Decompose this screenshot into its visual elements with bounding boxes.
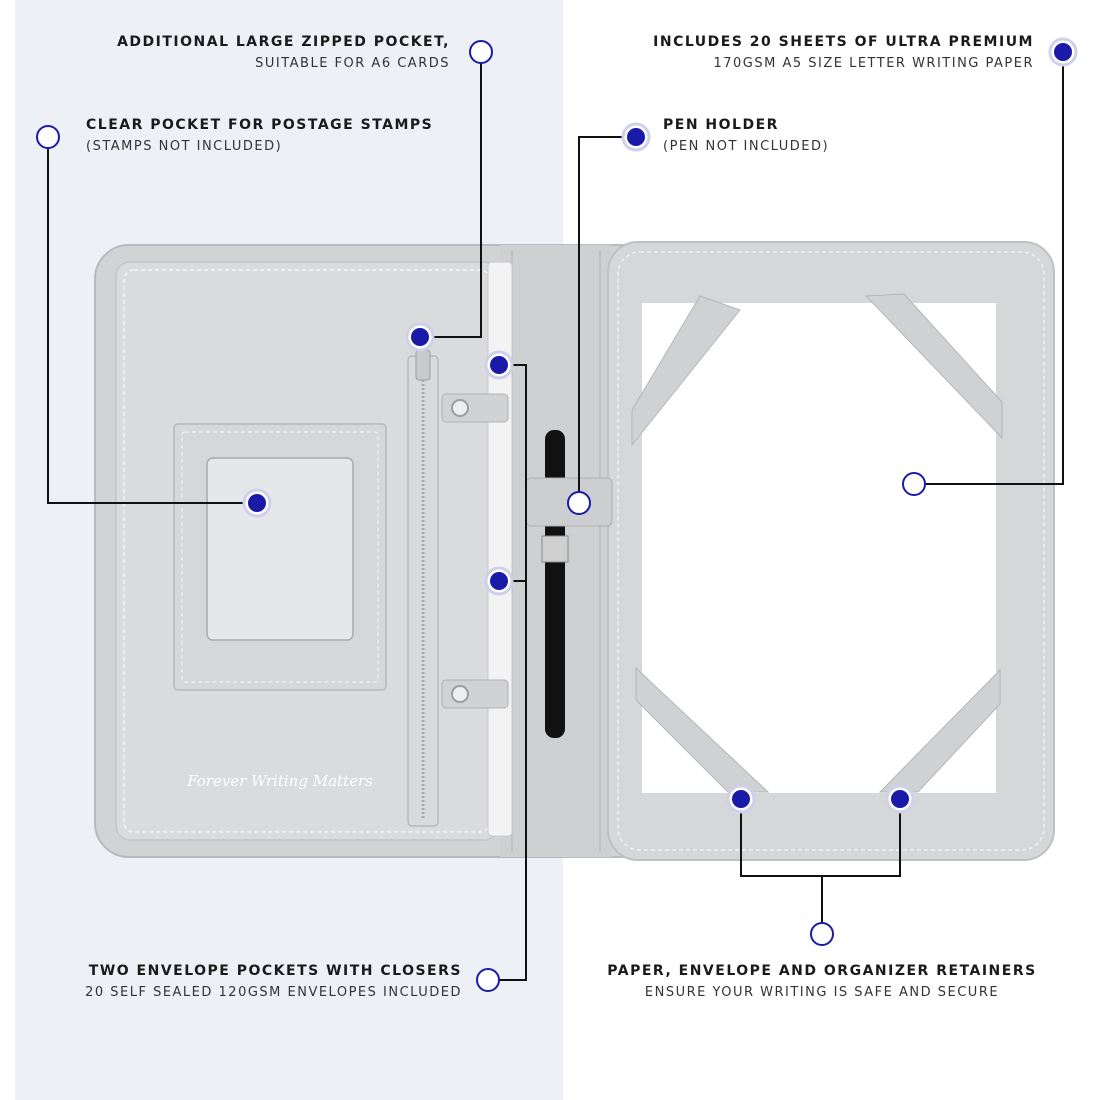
callout-subtitle: 20 self sealed 120gsm envelopes included bbox=[85, 985, 462, 1000]
callout-title: Includes 20 sheets of ultra premium bbox=[653, 34, 1034, 50]
callout-pen-holder: Pen holder (pen not included) bbox=[663, 115, 829, 157]
callout-title: Additional large zipped pocket, bbox=[117, 34, 450, 50]
leader-zipped bbox=[420, 53, 482, 338]
retainer-strap-bottom-right bbox=[878, 668, 1001, 793]
marker-pen bbox=[567, 491, 591, 515]
callout-subtitle: suitable for A6 cards bbox=[255, 56, 450, 71]
snap-button-bottom bbox=[451, 685, 469, 703]
leader-lines bbox=[47, 52, 1064, 981]
marker-retainer-right-dot bbox=[891, 790, 909, 808]
marker-retainers-label bbox=[810, 922, 834, 946]
callout-title: Paper, envelope and organizer retainers bbox=[607, 963, 1037, 979]
zipped-pocket bbox=[407, 355, 439, 827]
callout-zipped-pocket: Additional large zipped pocket, suitable… bbox=[117, 32, 450, 74]
zipper-pull bbox=[415, 349, 431, 381]
callout-retainers: Paper, envelope and organizer retainers … bbox=[580, 961, 1064, 1003]
marker-envelope-top-dot bbox=[490, 356, 508, 374]
callout-subtitle: 170gsm A5 size letter writing paper bbox=[713, 56, 1034, 71]
marker-pen-label-dot bbox=[627, 128, 645, 146]
retainer-strap-top-left bbox=[631, 295, 741, 447]
marker-envelopes-label bbox=[476, 968, 500, 992]
marker-stamps-label bbox=[36, 125, 60, 149]
callout-subtitle: ensure your writing is safe and secure bbox=[644, 985, 1000, 1000]
callout-envelope-pockets: Two envelope pockets with closers 20 sel… bbox=[85, 961, 462, 1003]
envelope-stack bbox=[487, 261, 513, 837]
pen-body bbox=[545, 430, 565, 738]
callout-title: Pen holder bbox=[663, 117, 779, 133]
leader-pen bbox=[578, 136, 636, 503]
leader-paper bbox=[914, 52, 1064, 485]
retainer-strap-top-right bbox=[864, 293, 1003, 440]
marker-retainer-left-dot bbox=[732, 790, 750, 808]
marker-paper-label-dot bbox=[1054, 43, 1072, 61]
marker-envelope-bottom-dot bbox=[490, 572, 508, 590]
right-panel-stitching bbox=[617, 251, 1045, 851]
marker-paper bbox=[902, 472, 926, 496]
retainer-strap-bottom-left bbox=[635, 666, 770, 793]
marker-zipped-label bbox=[469, 40, 493, 64]
leader-stamps bbox=[47, 137, 257, 504]
writing-paper-sheet bbox=[642, 303, 996, 793]
pen-band bbox=[541, 535, 569, 563]
callout-title: Two envelope pockets with closers bbox=[88, 963, 462, 979]
marker-stamps-dot bbox=[248, 494, 266, 512]
callout-subtitle: (pen not included) bbox=[663, 139, 830, 154]
callout-title: Clear pocket for postage stamps bbox=[86, 117, 434, 133]
leader-retainers bbox=[740, 799, 901, 877]
stamp-pocket-stitching bbox=[181, 431, 379, 683]
callout-subtitle: (stamps not included) bbox=[86, 139, 283, 154]
markers bbox=[36, 37, 1078, 992]
marker-zipped-dot bbox=[411, 328, 429, 346]
snap-button-top bbox=[451, 399, 469, 417]
callout-writing-paper: Includes 20 sheets of ultra premium 170g… bbox=[653, 32, 1034, 74]
callout-stamps-pocket: Clear pocket for postage stamps (stamps … bbox=[86, 115, 433, 157]
signature-text: Forever Writing Matters bbox=[186, 772, 373, 790]
clear-stamp-window bbox=[206, 457, 354, 641]
